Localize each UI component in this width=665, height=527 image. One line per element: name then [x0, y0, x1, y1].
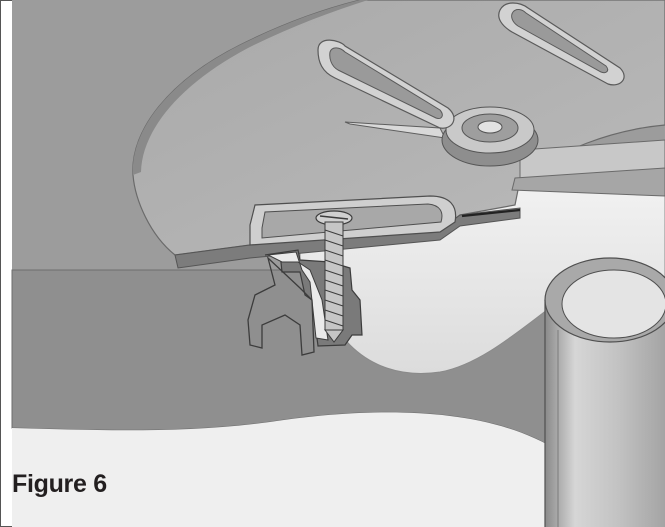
- vertical-pipe: [544, 257, 665, 527]
- bracket-inner-cut: [266, 251, 329, 341]
- screw: [315, 210, 353, 343]
- bracket-outline: [247, 255, 315, 356]
- hub-bore: [477, 120, 503, 134]
- rotor-arm-underside: [511, 167, 665, 197]
- figure-caption: Figure 6: [12, 470, 107, 498]
- plate-side-edge: [132, 0, 368, 175]
- bottom-surface: [12, 412, 665, 527]
- plate-seam-line: [461, 208, 521, 218]
- top-right-slot: [498, 2, 625, 86]
- upper-slot: [317, 39, 455, 129]
- front-slot-section: [249, 195, 457, 246]
